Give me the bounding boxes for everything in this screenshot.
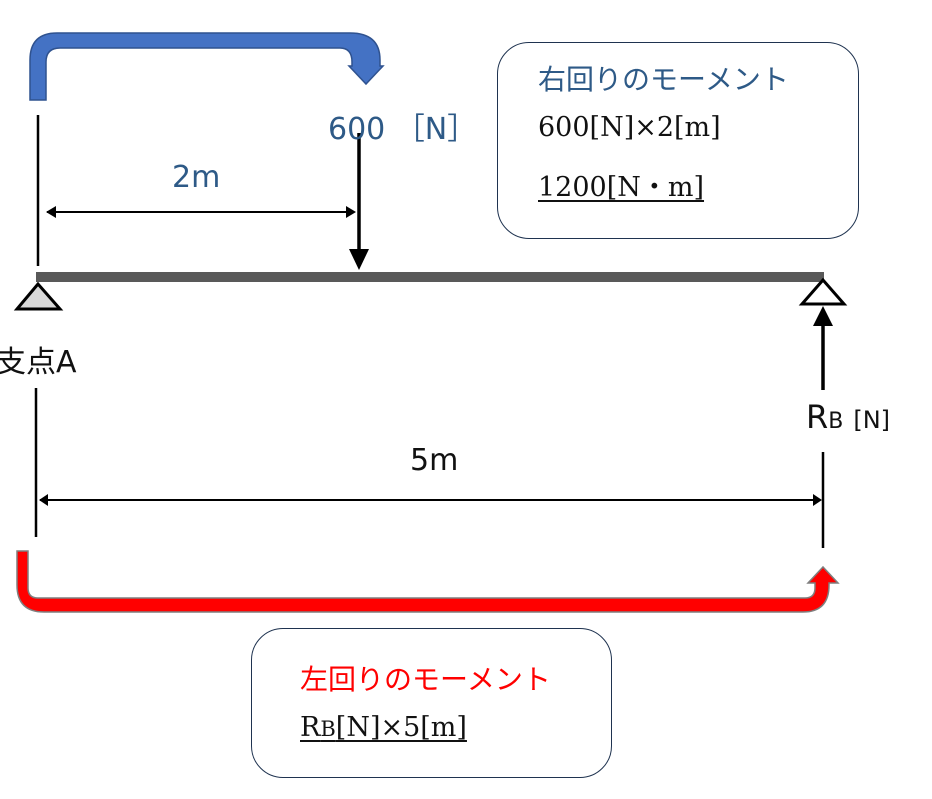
dimension-2m-label: 2m <box>172 160 221 195</box>
dimension-2m-right-head <box>346 206 356 218</box>
reaction-b-subscript: B <box>828 409 844 434</box>
counterclockwise-moment-arrow <box>16 550 840 613</box>
clockwise-moment-box <box>497 42 859 239</box>
counterclockwise-moment-formula: RB[N]×5[m] <box>300 712 467 743</box>
dimension-5m-label: 5m <box>410 443 459 478</box>
dimension-5m-right-head <box>813 494 822 506</box>
formula-sub-b: B <box>320 717 336 741</box>
dimension-5m-left-head <box>39 494 48 506</box>
formula-rest: [N]×5[m] <box>335 712 467 743</box>
reaction-arrow-head <box>813 306 833 326</box>
clockwise-moment-formula: 600[N]×2[m] <box>538 112 721 143</box>
clockwise-moment-title: 右回りのモーメント <box>538 63 789 96</box>
formula-r: R <box>300 712 321 743</box>
support-a-label: 支点A <box>0 345 77 380</box>
clockwise-moment-arrow <box>29 32 385 101</box>
reaction-b-label: RB [N] <box>806 398 890 436</box>
support-b-triangle <box>798 277 848 306</box>
beam <box>36 272 824 282</box>
clockwise-moment-result: 1200[N・m] <box>538 172 705 203</box>
counterclockwise-moment-title: 左回りのモーメント <box>300 663 551 696</box>
reaction-b-unit: [N] <box>853 406 891 434</box>
load-value-label: 600 ［N］ <box>328 112 478 147</box>
reaction-b-symbol: R <box>806 398 829 436</box>
dimension-2m-left-head <box>46 206 56 218</box>
counterclockwise-moment-box <box>251 628 612 778</box>
support-a-triangle <box>13 281 64 311</box>
load-arrow-head <box>349 249 369 270</box>
